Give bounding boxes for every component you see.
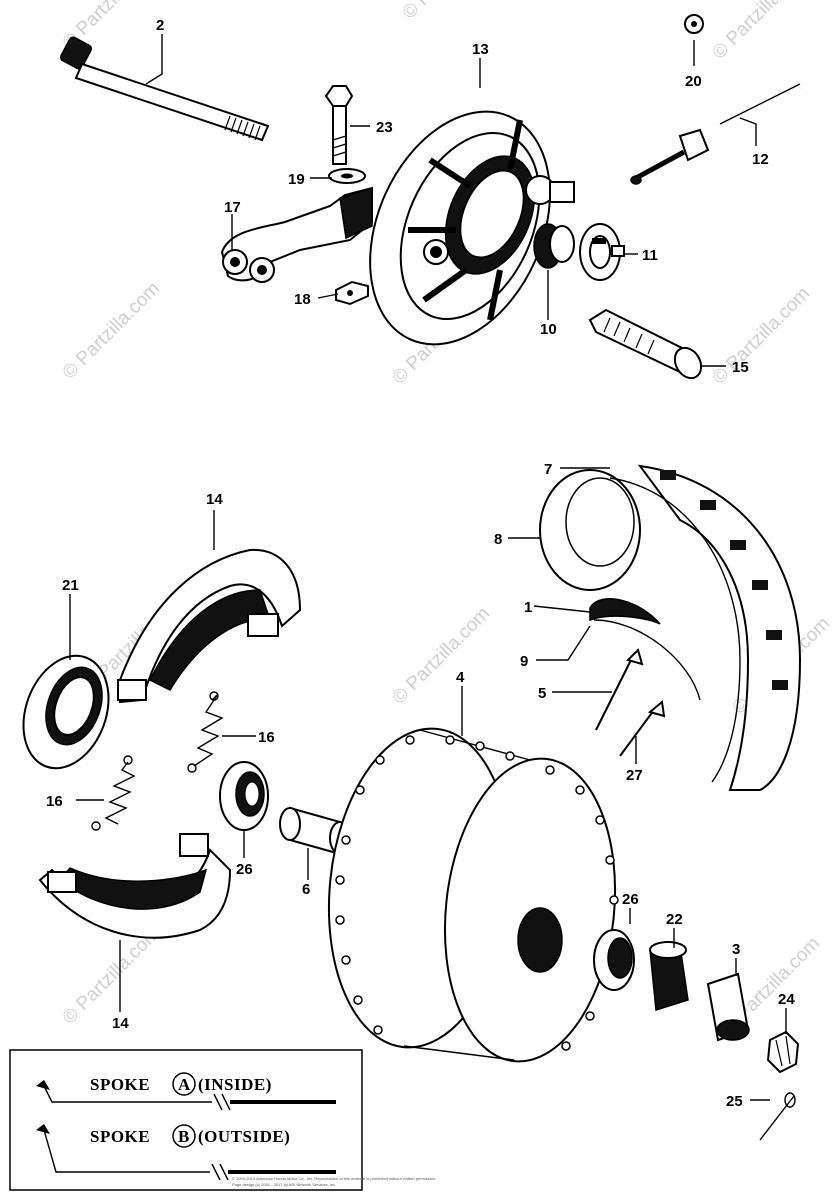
callout-20: 20 bbox=[685, 73, 702, 90]
part-castle-nut bbox=[766, 1030, 800, 1074]
part-brake-spring bbox=[91, 755, 136, 831]
part-bearing-right bbox=[593, 929, 635, 991]
callout-25: 25 bbox=[726, 1093, 743, 1110]
part-speedometer-cable bbox=[630, 83, 801, 185]
callout-1: 1 bbox=[524, 599, 532, 616]
callout-5: 5 bbox=[538, 685, 546, 702]
callout-10: 10 bbox=[540, 321, 557, 338]
callout-15: 15 bbox=[732, 359, 749, 376]
part-dust-seal bbox=[22, 654, 110, 770]
legend-spoke-a-letter: A bbox=[178, 1075, 191, 1094]
callout-11: 11 bbox=[642, 247, 658, 264]
callout-17: 17 bbox=[224, 199, 241, 216]
callout-13: 13 bbox=[472, 41, 489, 58]
callout-19: 19 bbox=[288, 171, 305, 188]
callout-16: 16 bbox=[46, 793, 63, 810]
part-cotter-pin bbox=[759, 1092, 796, 1141]
part-side-collar bbox=[649, 941, 689, 1011]
callout-26: 26 bbox=[236, 861, 253, 878]
part-gear-retainer bbox=[579, 223, 625, 281]
leader-lines bbox=[69, 34, 787, 1101]
part-rim-band bbox=[589, 598, 661, 625]
callout-8: 8 bbox=[494, 531, 502, 548]
callout-14: 14 bbox=[206, 491, 223, 508]
callout-3: 3 bbox=[732, 941, 740, 958]
callout-9: 9 bbox=[520, 653, 528, 670]
part-speedometer-gear bbox=[525, 175, 575, 269]
part-bearing-left bbox=[219, 761, 269, 831]
watermark: © Partzilla.com bbox=[59, 923, 164, 1028]
callout-2: 2 bbox=[156, 17, 164, 34]
part-brake-spring bbox=[187, 691, 224, 773]
legend-spoke-b-note: (OUTSIDE) bbox=[198, 1127, 290, 1146]
part-brake-panel bbox=[369, 110, 551, 346]
callout-14: 14 bbox=[112, 1015, 129, 1032]
legend-spoke-b: SPOKE B (OUTSIDE) bbox=[36, 1124, 336, 1181]
callout-23: 23 bbox=[376, 119, 393, 136]
part-axle-sleeve bbox=[706, 972, 750, 1042]
callout-7: 7 bbox=[544, 461, 552, 478]
legend-spoke-a: SPOKE A (INSIDE) bbox=[36, 1072, 336, 1111]
watermark: © Partz bbox=[399, 0, 459, 24]
callout-26: 26 bbox=[622, 891, 639, 908]
copyright-line: Page design (c) 2001 - 2017 by ARI Netwo… bbox=[232, 1182, 336, 1187]
watermark: © Partzilla.com bbox=[709, 283, 814, 388]
watermark: © Partzilla.com bbox=[709, 0, 814, 64]
copyright-line: © 2000-2013 American Honda Motor Co., In… bbox=[232, 1176, 436, 1181]
legend-spoke-a-word: SPOKE bbox=[90, 1075, 150, 1094]
legend-spoke-b-word: SPOKE bbox=[90, 1127, 150, 1146]
legend-spoke-a-note: (INSIDE) bbox=[198, 1075, 272, 1094]
part-speedometer-pinion bbox=[588, 308, 703, 380]
part-brake-shoe-lower bbox=[38, 833, 232, 939]
part-tire bbox=[539, 464, 802, 791]
spoke-legend: SPOKE A (INSIDE) SPOKE B (OUTSIDE) bbox=[9, 1049, 363, 1191]
part-axle-bolt bbox=[59, 36, 270, 142]
part-bolt bbox=[324, 85, 354, 165]
callout-12: 12 bbox=[752, 151, 769, 168]
callout-16: 16 bbox=[258, 729, 275, 746]
watermark: © Partzilla.com bbox=[59, 278, 164, 383]
part-brake-shoe-upper bbox=[117, 548, 302, 704]
callouts: 2 13 20 23 12 19 17 11 18 10 15 7 14 8 2… bbox=[46, 17, 795, 1110]
legend-spoke-b-letter: B bbox=[178, 1127, 190, 1146]
part-spokes bbox=[595, 648, 666, 757]
callout-27: 27 bbox=[626, 767, 643, 784]
callout-18: 18 bbox=[294, 291, 311, 308]
part-wheel-hub bbox=[327, 727, 619, 1063]
callout-21: 21 bbox=[62, 577, 79, 594]
callout-6: 6 bbox=[302, 881, 310, 898]
watermark: © Partzilla.com bbox=[389, 603, 494, 708]
part-brake-arm bbox=[220, 186, 373, 283]
callout-24: 24 bbox=[778, 991, 795, 1008]
callout-4: 4 bbox=[456, 669, 465, 686]
callout-22: 22 bbox=[666, 911, 683, 928]
